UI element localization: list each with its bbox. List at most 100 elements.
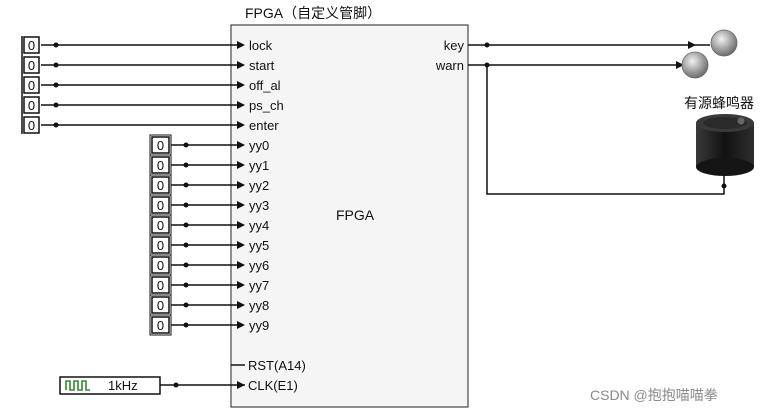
reset-pin: RST(A14) [231,358,306,373]
pin-arrow [237,261,245,269]
pin-arrow [237,241,245,249]
warn-led[interactable] [676,51,709,79]
buzzer-bottom [696,158,754,176]
pin-arrow [237,41,245,49]
clock-pin-label: CLK(E1) [248,378,298,393]
wire-junction [53,42,59,48]
wire-junction [183,222,189,228]
input-toggle-yy7[interactable]: 0 [149,274,237,296]
active-buzzer[interactable]: 有源蜂鸣器 [684,95,754,184]
key-junction [484,42,490,48]
wire-junction [183,162,189,168]
wire-junction [53,82,59,88]
pin-arrow [237,321,245,329]
input-toggle-yy8[interactable]: 0 [149,294,237,316]
fpga-title: FPGA（自定义管脚） [245,5,381,21]
left-pin-ps_ch: ps_ch [237,98,284,113]
input-toggle-yy3[interactable]: 0 [149,194,237,216]
watermark: CSDN @抱抱喵喵拳 [590,387,718,403]
left-pin-yy8: yy8 [237,298,269,313]
toggle-box [23,56,40,74]
right-pin-warn-label: warn [435,58,464,73]
input-toggle-start[interactable]: 0 [23,56,237,74]
input-toggle-yy1[interactable]: 0 [149,154,237,176]
clock-wave-icon [65,380,90,391]
pin-label: yy4 [249,218,269,233]
input-toggle-yy9[interactable]: 0 [149,314,237,336]
right-pin-warn: warn [435,58,727,195]
pin-arrow [237,81,245,89]
right-pin-key-label: key [444,38,465,53]
clock-junction [173,382,179,388]
wire-junction [53,102,59,108]
clock-frequency: 1kHz [108,378,138,393]
toggle-value: 0 [157,278,164,293]
toggle-value: 0 [157,178,164,193]
left-pin-lock: lock [237,38,273,53]
reset-pin-label: RST(A14) [248,358,306,373]
buzzer-wire [486,65,725,195]
input-toggle-enter[interactable]: 0 [23,116,237,134]
wire-junction [183,182,189,188]
pin-label: off_al [249,78,281,93]
input-toggle-ps_ch[interactable]: 0 [23,96,237,114]
input-toggle-yy4[interactable]: 0 [149,214,237,236]
toggle-box [151,136,170,154]
input-toggle-yy5[interactable]: 0 [149,234,237,256]
input-toggle-off_al[interactable]: 0 [23,76,237,94]
key-led[interactable] [688,29,738,57]
toggle-box [151,216,170,234]
toggle-box [151,236,170,254]
warn-led-arrow [676,61,684,69]
pin-arrow [237,281,245,289]
toggle-box [151,196,170,214]
fpga-block[interactable]: FPGA（自定义管脚） FPGA [230,5,469,408]
pin-label: ps_ch [249,98,284,113]
left-pin-yy2: yy2 [237,178,269,193]
pin-arrow [237,201,245,209]
left-pin-start: start [237,58,275,73]
toggle-box [151,156,170,174]
left-pin-enter: enter [237,118,279,133]
toggle-value: 0 [157,298,164,313]
input-toggle-yy6[interactable]: 0 [149,254,237,276]
pin-label: start [249,58,275,73]
toggle-value: 0 [157,198,164,213]
pin-label: yy7 [249,278,269,293]
pin-arrow [237,121,245,129]
pin-arrow [237,141,245,149]
left-pin-off_al: off_al [237,78,281,93]
pin-arrow [237,61,245,69]
pin-arrow [237,101,245,109]
input-toggle-yy2[interactable]: 0 [149,174,237,196]
input-toggle-yy0[interactable]: 0 [149,134,237,156]
left-pin-yy1: yy1 [237,158,269,173]
toggle-box [151,296,170,314]
clock-source[interactable]: 1kHz [59,376,161,395]
toggle-box [23,76,40,94]
toggle-value: 0 [28,58,35,73]
left-pin-yy0: yy0 [237,138,269,153]
wire-junction [53,122,59,128]
toggle-box [23,116,40,134]
pin-label: yy8 [249,298,269,313]
pin-arrow [237,181,245,189]
buzzer-label: 有源蜂鸣器 [684,95,754,111]
wire-junction [183,142,189,148]
buzzer-sound-hole-icon [737,117,745,125]
toggle-box [151,256,170,274]
pin-label: yy1 [249,158,269,173]
toggle-value: 0 [157,318,164,333]
wire-junction [53,62,59,68]
toggle-box [151,316,170,334]
wire-junction [183,262,189,268]
toggle-value: 0 [28,78,35,93]
clock-pin: CLK(E1) [160,378,298,393]
toggle-value: 0 [157,138,164,153]
input-toggle-lock[interactable]: 0 [23,36,237,54]
buzzer-junction [721,183,727,189]
left-pin-yy6: yy6 [237,258,269,273]
left-pin-yy9: yy9 [237,318,269,333]
